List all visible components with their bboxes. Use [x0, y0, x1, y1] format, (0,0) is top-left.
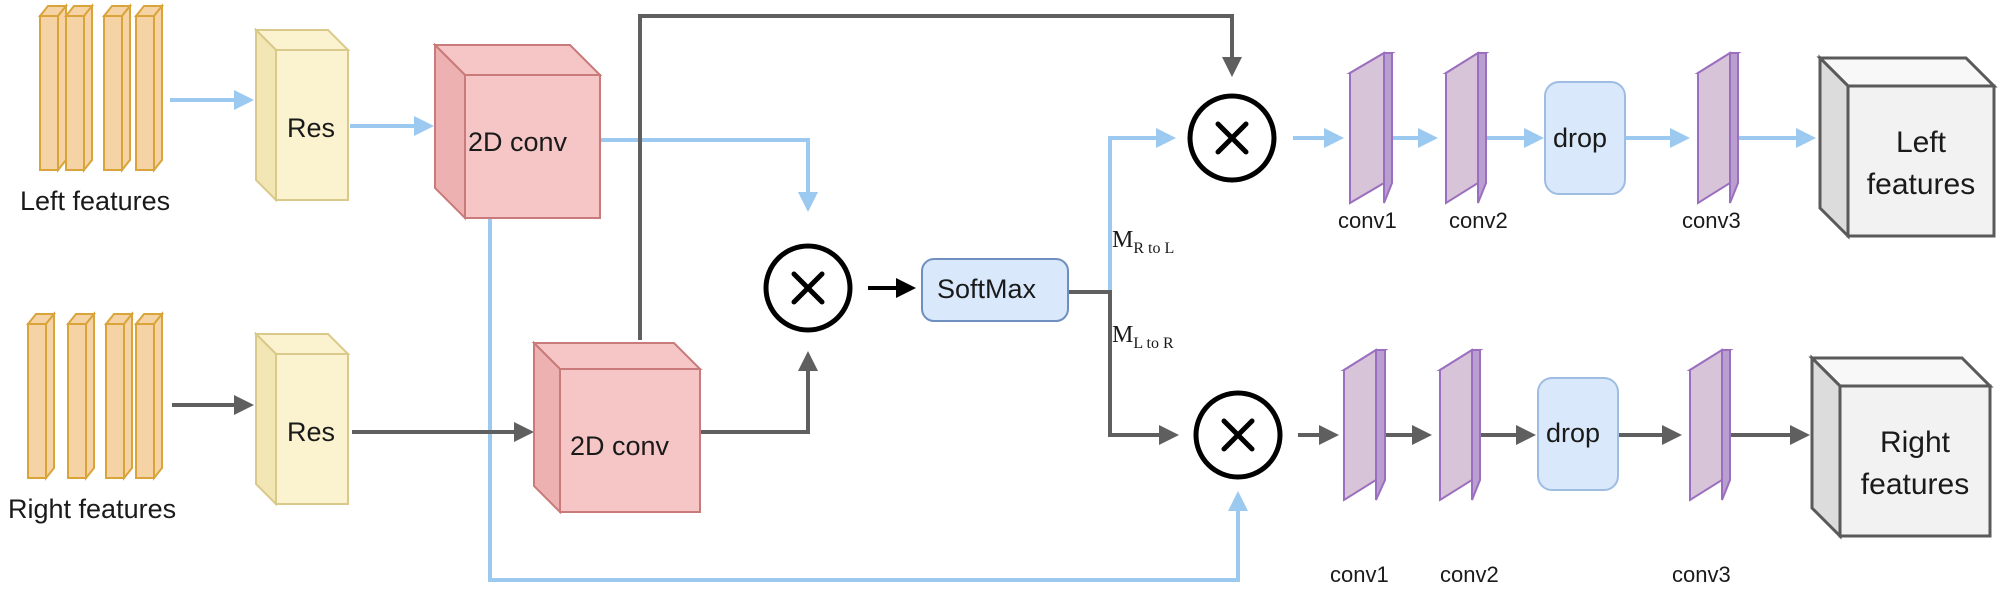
conv1-bottom-slab — [1340, 348, 1389, 502]
left-output-label-line2: features — [1867, 168, 1975, 201]
softmax-label: SoftMax — [937, 274, 1037, 304]
conv2d-right-label: 2D conv — [570, 431, 670, 461]
feature-map-slab — [63, 3, 95, 173]
conv2d-left-label: 2D conv — [468, 127, 568, 157]
feature-map-slab — [103, 311, 135, 481]
arrow-right-conv2d-to-multiply — [700, 351, 818, 434]
multiply-center — [763, 243, 853, 333]
res-left-label: Res — [287, 113, 335, 143]
conv1-bottom-label: conv1 — [1330, 562, 1389, 587]
left-features-label: Left features — [20, 186, 170, 216]
res-block-left — [253, 27, 351, 203]
conv2-bottom-slab — [1436, 348, 1484, 502]
conv2-bottom-label: conv2 — [1440, 562, 1499, 587]
conv2d-block-right — [531, 340, 703, 515]
arrow-left-conv2d-down-to-bottom-multiply — [488, 218, 1248, 582]
drop-top-block — [1544, 81, 1626, 195]
right-output-label-line2: features — [1861, 468, 1969, 501]
feature-map-slab — [133, 3, 165, 173]
m-r-to-l-label: MR to L — [1112, 227, 1174, 257]
arrow-left-conv2d-to-multiply — [600, 138, 818, 212]
drop-top-label: drop — [1553, 123, 1607, 153]
left-features-stack — [37, 3, 165, 173]
multiply-icon — [791, 271, 825, 305]
feature-map-slab — [37, 3, 69, 173]
arrow-mlr-to-bottom-multiply — [1070, 290, 1179, 445]
conv3-top-label: conv3 — [1682, 208, 1741, 233]
res-right-label: Res — [287, 417, 335, 447]
feature-map-slab — [133, 311, 165, 481]
drop-bottom-block — [1537, 377, 1619, 491]
right-features-label: Right features — [8, 494, 176, 524]
conv3-top-slab — [1694, 51, 1742, 205]
feature-map-slab — [101, 3, 133, 173]
right-output-label-line1: Right — [1880, 426, 1951, 459]
res-block-right — [253, 331, 351, 507]
arrow-mrl-to-top-multiply — [1070, 128, 1176, 294]
conv3-bottom-slab — [1686, 348, 1734, 502]
m-l-to-r-label: ML to R — [1112, 322, 1174, 352]
conv2-top-slab — [1442, 51, 1490, 205]
softmax-block — [921, 258, 1069, 322]
multiply-top — [1187, 93, 1277, 183]
left-output-block — [1816, 54, 1998, 240]
drop-bottom-label: drop — [1546, 418, 1600, 448]
conv3-bottom-label: conv3 — [1672, 562, 1731, 587]
left-output-label-line1: Left — [1896, 126, 1947, 159]
conv2-top-label: conv2 — [1449, 208, 1508, 233]
multiply-bottom — [1193, 390, 1283, 480]
multiply-icon — [1215, 121, 1249, 155]
conv1-top-label: conv1 — [1338, 208, 1397, 233]
feature-map-slab — [65, 311, 97, 481]
arrow-right-conv2d-up-to-top-multiply — [638, 14, 1242, 340]
right-output-block — [1808, 354, 1994, 540]
conv2d-block-left — [432, 42, 603, 221]
feature-map-slab — [25, 311, 57, 481]
right-features-stack — [25, 311, 165, 481]
multiply-icon — [1221, 418, 1255, 452]
conv1-top-slab — [1346, 51, 1396, 205]
